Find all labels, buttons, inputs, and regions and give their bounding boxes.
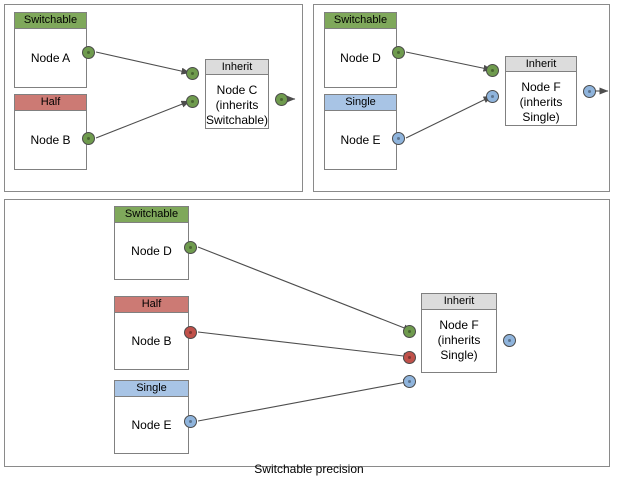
- node-d3-header: Switchable: [115, 207, 188, 223]
- node-b-body: Node B: [30, 132, 71, 147]
- node-f3[interactable]: Inherit Node F (inherits Single): [421, 293, 497, 373]
- node-d3-output-port[interactable]: [184, 241, 197, 254]
- node-f-input-port-1[interactable]: [486, 64, 499, 77]
- node-f3-input-port-2[interactable]: [403, 351, 416, 364]
- node-f-header: Inherit: [506, 57, 576, 72]
- node-f-input-port-2[interactable]: [486, 90, 499, 103]
- node-e3-header: Single: [115, 381, 188, 397]
- figure-caption: Switchable precision: [254, 462, 364, 476]
- node-e3-output-port[interactable]: [184, 415, 197, 428]
- node-a-output-port[interactable]: [82, 46, 95, 59]
- node-f3-header: Inherit: [422, 294, 496, 310]
- node-d[interactable]: Switchable Node D: [324, 12, 397, 88]
- node-d-body: Node D: [340, 50, 381, 65]
- node-d-header: Switchable: [325, 13, 396, 29]
- node-b3[interactable]: Half Node B: [114, 296, 189, 370]
- node-c[interactable]: Inherit Node C (inherits Switchable): [205, 59, 269, 129]
- node-c-input-port-2[interactable]: [186, 95, 199, 108]
- node-a-header: Switchable: [15, 13, 86, 29]
- node-f3-input-port-1[interactable]: [403, 325, 416, 338]
- node-f[interactable]: Inherit Node F (inherits Single): [505, 56, 577, 126]
- node-c-header: Inherit: [206, 60, 268, 75]
- node-b[interactable]: Half Node B: [14, 94, 87, 170]
- node-d3-body: Node D: [131, 243, 172, 258]
- node-e-header: Single: [325, 95, 396, 111]
- node-f3-body: Node F (inherits Single): [437, 318, 481, 362]
- node-b3-header: Half: [115, 297, 188, 313]
- node-d-output-port[interactable]: [392, 46, 405, 59]
- node-e3-body: Node E: [131, 417, 172, 432]
- node-b-header: Half: [15, 95, 86, 111]
- node-e-output-port[interactable]: [392, 132, 405, 145]
- node-e[interactable]: Single Node E: [324, 94, 397, 170]
- node-f-output-port[interactable]: [583, 85, 596, 98]
- node-b-output-port[interactable]: [82, 132, 95, 145]
- node-f3-output-port[interactable]: [503, 334, 516, 347]
- node-c-body: Node C (inherits Switchable): [205, 83, 269, 127]
- node-c-output-port[interactable]: [275, 93, 288, 106]
- node-f3-input-port-3[interactable]: [403, 375, 416, 388]
- node-f-body: Node F (inherits Single): [519, 80, 563, 124]
- panel-3: [4, 199, 610, 467]
- node-b3-body: Node B: [131, 333, 172, 348]
- node-b3-output-port[interactable]: [184, 326, 197, 339]
- node-e3[interactable]: Single Node E: [114, 380, 189, 454]
- node-a-body: Node A: [30, 50, 71, 65]
- node-a[interactable]: Switchable Node A: [14, 12, 87, 88]
- node-c-input-port-1[interactable]: [186, 67, 199, 80]
- node-e-body: Node E: [340, 132, 381, 147]
- node-d3[interactable]: Switchable Node D: [114, 206, 189, 280]
